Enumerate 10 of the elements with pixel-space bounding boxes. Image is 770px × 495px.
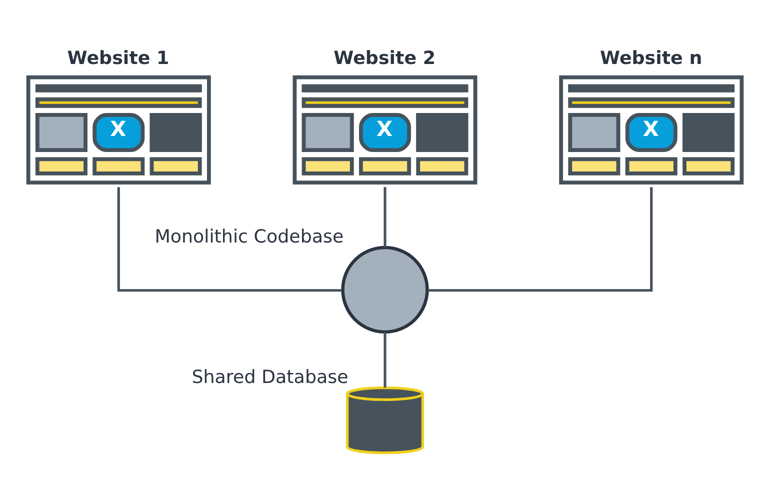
connector: [384, 187, 386, 248]
connector: [117, 187, 342, 292]
connector: [384, 332, 386, 388]
node-label: Website 2: [334, 48, 436, 69]
node-label: Website n: [600, 48, 702, 69]
connector: [428, 187, 653, 292]
node-label: Shared Database: [192, 366, 348, 388]
node-label: Website 1: [67, 48, 170, 69]
node-circle: [341, 246, 429, 334]
node-label: Monolithic Codebase: [154, 226, 344, 248]
